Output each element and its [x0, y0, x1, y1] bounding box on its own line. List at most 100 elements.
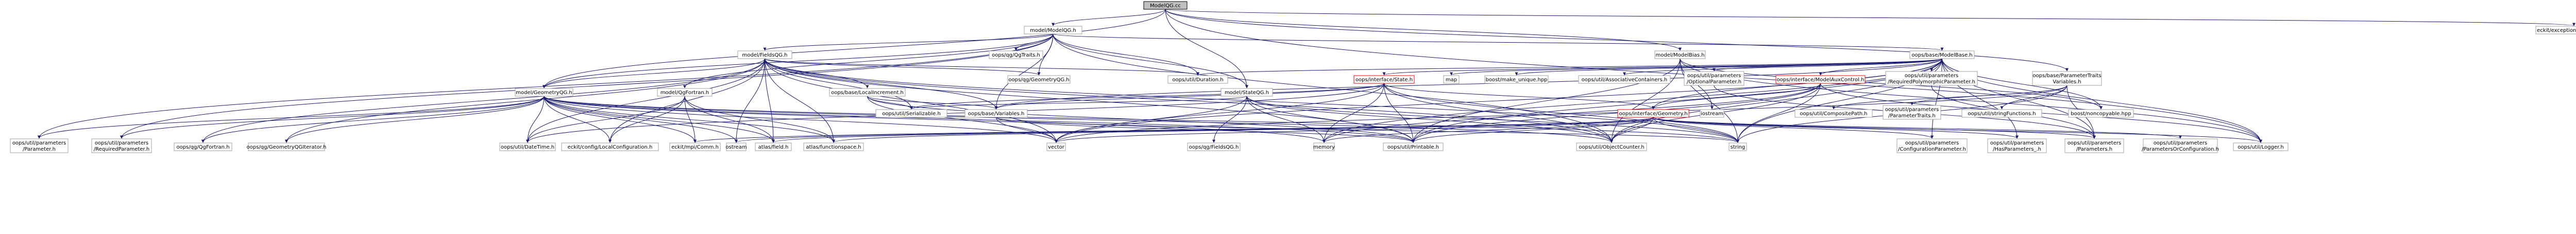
node-label: iostream	[1701, 111, 1723, 117]
node-label: /ParametersOrConfiguration.h	[2142, 147, 2219, 152]
node-modelqg-h[interactable]: model/ModelQG.h	[1024, 26, 1082, 34]
node-req-param[interactable]: oops/util/parameters/RequiredParameter.h	[91, 138, 152, 153]
node-composite-path[interactable]: oops/util/CompositePath.h	[1794, 109, 1873, 118]
node-box	[1728, 142, 1747, 151]
node-memory[interactable]: memory	[1313, 142, 1335, 151]
node-label: /ParameterTraits.h	[1888, 113, 1936, 119]
node-label: oops/qg/FieldsQG.h	[1189, 145, 1239, 150]
node-logger[interactable]: oops/util/Logger.h	[2233, 142, 2289, 151]
node-iface-geometry[interactable]: oops/interface/Geometry.h	[1617, 109, 1689, 118]
node-box	[2143, 138, 2218, 153]
node-localincrement[interactable]: oops/base/LocalIncrement.h	[829, 88, 906, 97]
node-box	[803, 142, 864, 151]
node-box	[2032, 71, 2102, 86]
node-modelaux[interactable]: oops/interface/ModelAuxControl.h	[1775, 75, 1866, 84]
node-geometryqg-h[interactable]: model/GeometryQG.h	[515, 88, 573, 97]
node-geom-iter[interactable]: oops/qg/GeometryQGIterator.h	[247, 142, 327, 151]
edge-oops-modelbase-to-logger	[1942, 58, 2262, 143]
node-req-poly[interactable]: oops/util/parameters/RequiredPolymorphic…	[1885, 71, 1978, 86]
node-box	[1987, 138, 2047, 153]
edge-base-variables-to-printable	[996, 117, 1415, 143]
node-atlas-field[interactable]: atlas/field.h	[755, 142, 792, 151]
node-base-variables[interactable]: oops/base/Variables.h	[964, 109, 1028, 118]
node-param-traits[interactable]: oops/util/parameters/ParameterTraits.h	[1883, 105, 1941, 120]
node-label: atlas/field.h	[758, 145, 789, 150]
edge-qgfortran-to-localconfig	[608, 96, 685, 143]
node-datetime[interactable]: oops/util/DateTime.h	[499, 142, 556, 151]
dependency-edges	[38, 9, 2575, 143]
edge-oops-modelbase-to-state-iface	[1382, 58, 1942, 76]
node-label: ModelQG.cc	[1150, 3, 1181, 9]
node-has-params[interactable]: oops/util/parameters/HasParameters_.h	[1987, 138, 2047, 153]
node-stateqg[interactable]: model/StateQG.h	[1221, 88, 1273, 97]
node-noncopyable[interactable]: boost/noncopyable.hpp	[2068, 109, 2134, 118]
node-fieldsqg-qg[interactable]: oops/qg/FieldsQG.h	[1187, 142, 1241, 151]
edge-geometryqg-h-to-memory	[544, 96, 1326, 143]
node-label: oops/util/DateTime.h	[501, 145, 554, 150]
node-box	[1961, 109, 2042, 118]
node-oops-modelbase[interactable]: oops/base/ModelBase.h	[1909, 50, 1975, 59]
node-label: oops/util/parameters	[2154, 140, 2207, 146]
edge-geometryqg-h-to-cstream	[544, 96, 738, 143]
node-box	[964, 109, 1028, 118]
dependency-nodes: ModelQG.cc model/ModelQG.h eckit/exception…	[10, 1, 2576, 153]
node-qgtraits[interactable]: oops/qg/QgTraits.h	[989, 50, 1043, 59]
node-label: /RequiredPolymorphicParameter.h	[1888, 79, 1975, 85]
node-iostream[interactable]: iostream	[1700, 109, 1724, 118]
node-fieldsqg-h[interactable]: model/FieldsQG.h	[737, 50, 792, 59]
edge-iface-geometry-to-atlas-fs	[832, 117, 1654, 143]
node-map[interactable]: map	[1443, 75, 1460, 84]
edge-geometryqg-h-to-geom-iter	[285, 96, 545, 143]
node-label: Variables.h	[2053, 79, 2081, 85]
edge-stateqg-to-printable	[1246, 96, 1415, 143]
edge-geometryqg-h-to-atlas-fs	[544, 96, 835, 143]
node-state-iface[interactable]: oops/interface/State.h	[1353, 75, 1415, 84]
edge-fieldsqg-h-to-duration	[765, 58, 1199, 76]
node-qgqg-fortran[interactable]: oops/qg/QgFortran.h	[174, 142, 232, 151]
edge-modelqg-h-to-req-param	[120, 33, 1054, 139]
node-comm[interactable]: eckit/mpi/Comm.h	[669, 142, 721, 151]
node-exceptions[interactable]: eckit/exception/Exceptions.h	[2535, 26, 2576, 34]
edge-iface-geometry-to-cstream	[735, 117, 1654, 143]
edge-modelqg-h-to-stateqg	[1053, 33, 1248, 88]
node-printable[interactable]: oops/util/Printable.h	[1383, 142, 1444, 151]
node-qgfortran[interactable]: model/QgFortran.h	[657, 88, 713, 97]
node-localconfig[interactable]: eckit/config/LocalConfiguration.h	[561, 142, 659, 151]
node-params-or-config[interactable]: oops/util/parameters/ParametersOrConfigu…	[2142, 138, 2219, 153]
node-string-functions[interactable]: oops/util/stringFunctions.h	[1961, 109, 2042, 118]
node-cstream[interactable]: ostream	[725, 142, 747, 151]
node-params-h[interactable]: oops/util/parameters/Parameters.h	[2064, 138, 2124, 153]
edge-modelqg-h-to-objcounter	[1053, 33, 1613, 143]
edge-fieldsqg-h-to-datetime	[526, 58, 765, 143]
node-label: oops/base/ParameterTraits	[2032, 73, 2101, 79]
node-vector[interactable]: vector	[1046, 142, 1066, 151]
edge-qgfortran-to-atlas-field	[684, 96, 775, 143]
node-serializable[interactable]: oops/util/Serializable.h	[875, 109, 947, 118]
node-atlas-fs[interactable]: atlas/functionspace.h	[803, 142, 864, 151]
node-string[interactable]: string	[1728, 142, 1747, 151]
node-optional-param[interactable]: oops/util/parameters/OptionalParameter.h	[1684, 71, 1744, 86]
edge-modelaux-to-string	[1736, 83, 1821, 143]
node-util-parameter[interactable]: oops/util/parameters/Parameter.h	[10, 138, 69, 153]
node-duration[interactable]: oops/util/Duration.h	[1167, 75, 1228, 84]
edge-geometryqg-h-to-util-parameter	[38, 96, 545, 139]
node-label: eckit/config/LocalConfiguration.h	[568, 145, 653, 150]
node-objcounter[interactable]: oops/util/ObjectCounter.h	[1576, 142, 1647, 151]
node-label: oops/util/AssociativeContainers.h	[1582, 77, 1668, 83]
node-config-param[interactable]: oops/util/parameters/ConfigurationParame…	[1896, 138, 1968, 153]
edge-geometryqg-h-to-printable	[544, 96, 1415, 143]
node-root[interactable]: ModelQG.cc	[1143, 1, 1188, 10]
node-modelbase-h[interactable]: model/ModelBias.h	[1654, 50, 1706, 59]
node-oops-geometryqg[interactable]: oops/qg/GeometryQG.h	[1007, 75, 1071, 84]
edge-iface-geometry-to-params-or-config	[1653, 117, 2182, 139]
edge-geometryqg-h-to-comm	[544, 96, 697, 143]
node-make-unique[interactable]: boost/make_unique.hpp	[1484, 75, 1549, 84]
edge-oops-modelbase-to-assoc	[1623, 58, 1942, 76]
edge-modelqg-h-to-oops-modelbase	[1053, 33, 1943, 51]
node-assoc[interactable]: oops/util/AssociativeContainers.h	[1578, 75, 1671, 84]
edge-state-iface-to-string	[1384, 83, 1739, 143]
node-label: string	[1731, 145, 1745, 150]
node-label: oops/util/parameters	[1905, 140, 1959, 146]
node-label: /ConfigurationParameter.h	[1898, 147, 1966, 152]
